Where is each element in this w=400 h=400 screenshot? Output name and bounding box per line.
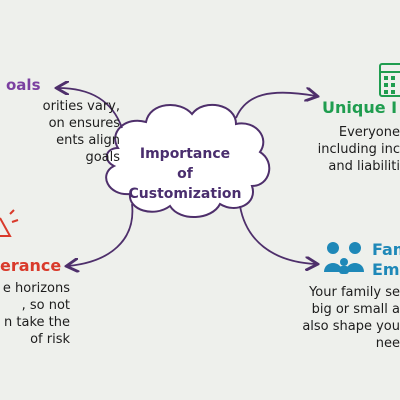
family-line-3: also shape you bbox=[302, 319, 400, 334]
center-line-1: Importance bbox=[139, 146, 231, 162]
arrow-to-unique bbox=[235, 93, 316, 119]
tolerance-line-3: n take the bbox=[4, 315, 70, 330]
tolerance-heading: erance bbox=[0, 256, 62, 275]
calendar-icon bbox=[379, 63, 400, 97]
goals-line-3: ents align bbox=[56, 133, 120, 148]
tolerance-description: e horizons , so not n take the of risk bbox=[0, 280, 70, 348]
goals-line-4: goals bbox=[85, 150, 120, 165]
center-line-2: of bbox=[177, 166, 193, 182]
arrow-to-goals bbox=[58, 88, 123, 129]
arrow-to-tolerance bbox=[68, 203, 134, 266]
goals-line-1: orities vary, bbox=[42, 99, 120, 114]
tolerance-line-4: of risk bbox=[30, 332, 70, 347]
warning-icon bbox=[0, 209, 19, 237]
goals-description: orities vary, on ensures ents align goal… bbox=[0, 98, 120, 166]
cloud-shape bbox=[105, 103, 271, 219]
unique-line-1: Everyone bbox=[338, 125, 400, 140]
family-heading-2: Em bbox=[372, 260, 400, 279]
goals-line-2: on ensures bbox=[48, 116, 120, 131]
unique-description: Everyone including inc and liabiliti bbox=[310, 124, 400, 175]
unique-heading: Unique I bbox=[322, 98, 398, 117]
goals-heading: oals bbox=[6, 76, 41, 94]
unique-line-3: and liabiliti bbox=[328, 159, 400, 174]
center-title: Importance of Customization bbox=[118, 144, 252, 204]
tolerance-line-1: e horizons bbox=[2, 281, 70, 296]
family-heading-1: Fam bbox=[372, 240, 400, 259]
arrow-to-family bbox=[239, 205, 316, 264]
center-line-3: Customization bbox=[128, 186, 242, 202]
family-line-4: nee bbox=[375, 336, 400, 351]
tolerance-line-2: , so not bbox=[21, 298, 70, 313]
family-description: Your family se big or small a also shape… bbox=[296, 284, 400, 352]
unique-line-2: including inc bbox=[317, 142, 400, 157]
family-line-1: Your family se bbox=[309, 285, 400, 300]
family-line-2: big or small a bbox=[311, 302, 400, 317]
family-icon bbox=[324, 242, 364, 274]
